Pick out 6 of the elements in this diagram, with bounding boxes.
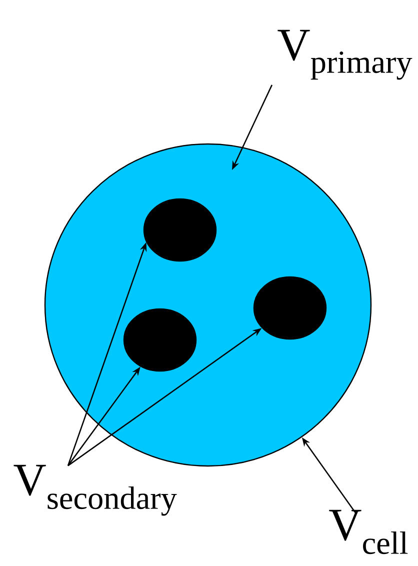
vesicle-ellipse	[253, 276, 327, 340]
volume-label: $\mathrm{V}_{\mathrm{cell}}$	[329, 510, 408, 554]
volume-label: $\mathrm{V}_{\mathrm{secondary}}$	[14, 464, 177, 516]
vesicle-ellipse	[143, 198, 217, 262]
vesicle-ellipse	[123, 308, 197, 372]
volume-label: $\mathrm{V}_{\mathrm{primary}}$	[278, 30, 412, 80]
